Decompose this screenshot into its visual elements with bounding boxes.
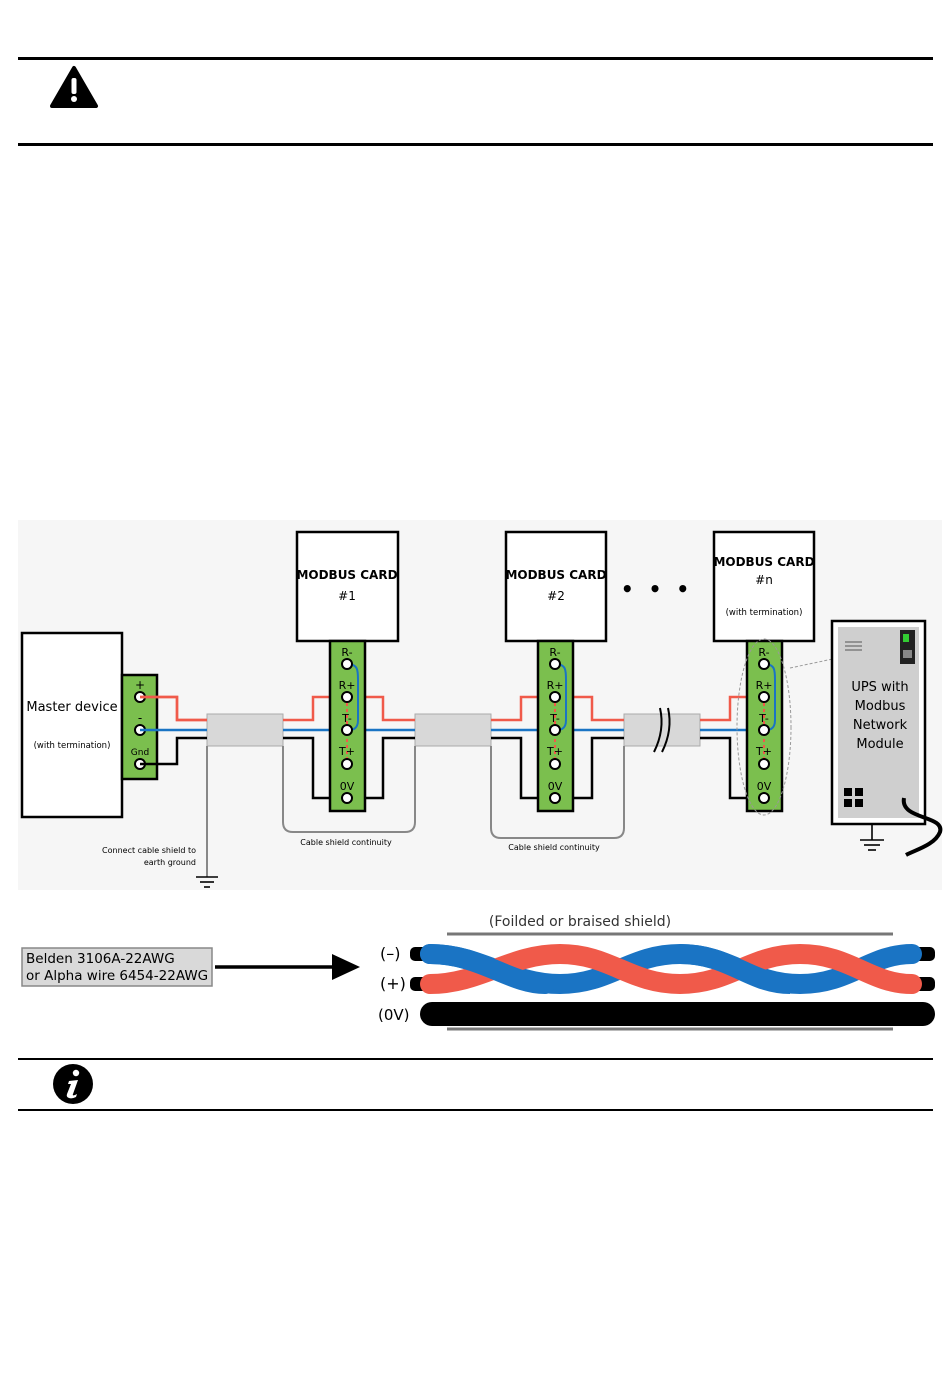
vent-icon: [845, 641, 862, 651]
terminal-label: R+: [547, 679, 564, 692]
positive-twisted-wire: [420, 943, 922, 995]
terminal-screw: [758, 758, 770, 770]
ups-label-line4: Module: [856, 737, 903, 752]
cable-type-diagram: Belden 3106A-22AWG or Alpha wire 6454-22…: [21, 914, 935, 1031]
shield-label: (Foilded or braised shield): [489, 914, 671, 930]
terminal-label: T-: [549, 712, 560, 725]
outlet-icon: [844, 788, 863, 807]
terminal-screw: [341, 691, 353, 703]
more-cards-ellipsis: • • •: [621, 577, 693, 601]
cable-break-mark: [653, 707, 671, 753]
terminal-label: T-: [758, 712, 769, 725]
terminal-screw: [758, 724, 770, 736]
terminal-screw: [341, 658, 353, 670]
ups-label-line1: UPS with: [851, 680, 908, 695]
zero-volt-wire: [140, 736, 764, 800]
card-title: MODBUS CARD: [505, 568, 606, 582]
terminal-label: R-: [549, 646, 560, 659]
terminal-label: 0V: [340, 780, 355, 793]
terminal-screw: [549, 758, 561, 770]
terminal-screw: [758, 691, 770, 703]
ups-label-line2: Modbus: [855, 699, 906, 714]
modbus-wiring-diagram: Master device (with termination) + - Gnd…: [18, 520, 943, 890]
warning-triangle-icon: [50, 66, 98, 108]
ups-module: UPS with Modbus Network Module: [789, 619, 943, 857]
card-title: MODBUS CARD: [713, 555, 814, 569]
power-cable: [901, 797, 943, 857]
warning-panel: [18, 58, 933, 145]
warning-top-rule: [18, 57, 933, 60]
negative-label: (–): [380, 944, 400, 963]
card-title: MODBUS CARD: [296, 568, 397, 582]
modbus-card-2: MODBUS CARD #2 R- R+ T- T+ 0V: [504, 530, 608, 813]
negative-twisted-wire: [679, 944, 791, 994]
shield-continuity-note-2: Cable shield continuity: [508, 843, 600, 852]
terminal-screw: [341, 724, 353, 736]
zero-volt-cable: [420, 1002, 935, 1026]
master-device: Master device (with termination) + - Gnd: [20, 631, 159, 819]
master-gnd-label: Gnd: [131, 748, 149, 758]
master-title: Master device: [26, 700, 117, 715]
terminal-label: T+: [755, 745, 772, 758]
terminal-label: 0V: [548, 780, 563, 793]
terminal-label: R+: [756, 679, 773, 692]
shield-continuity-note-1: Cable shield continuity: [300, 838, 392, 847]
terminal-screw: [549, 691, 561, 703]
terminal-screw: [758, 658, 770, 670]
zero-volt-label: (0V): [378, 1006, 410, 1024]
ups-label-line3: Network: [853, 718, 908, 733]
info-bottom-rule: [18, 1109, 933, 1111]
cable-sleeve: [414, 713, 492, 747]
cable-spec-line2: or Alpha wire 6454-22AWG: [26, 968, 208, 984]
warning-bottom-rule: [18, 143, 933, 146]
terminal-screw: [549, 724, 561, 736]
card-number: #n: [755, 573, 773, 587]
terminal-screw: [341, 758, 353, 770]
master-plus-label: +: [135, 678, 145, 692]
master-minus-label: -: [138, 711, 142, 725]
terminal-label: R-: [341, 646, 352, 659]
terminal-label: R+: [339, 679, 356, 692]
terminal-screw: [341, 792, 353, 804]
network-port-icon: [900, 630, 915, 664]
terminal-label: T+: [546, 745, 563, 758]
cable-spec-box: Belden 3106A-22AWG or Alpha wire 6454-22…: [21, 947, 213, 987]
card-note: (with termination): [726, 608, 803, 618]
positive-label: (+): [380, 974, 406, 993]
master-subtitle: (with termination): [34, 741, 111, 751]
ups-ground-icon: [860, 824, 884, 851]
terminal-screw: [758, 792, 770, 804]
earth-ground-icon: [196, 876, 218, 888]
terminal-label: 0V: [757, 780, 772, 793]
arrow-right-icon: [215, 954, 360, 980]
cable-sleeve: [206, 713, 284, 747]
terminal-screw: [549, 792, 561, 804]
card-number: #1: [338, 589, 356, 603]
shield-drain-wire: [206, 746, 625, 877]
info-panel: [18, 1059, 933, 1110]
modbus-card-n: MODBUS CARD #n (with termination) R- R+ …: [712, 530, 816, 816]
ground-note-line1: Connect cable shield to: [102, 846, 196, 855]
ground-note-line2: earth ground: [144, 858, 196, 867]
card-callout-outline: [736, 638, 792, 816]
modbus-card-1: MODBUS CARD #1 R- R+ T- T+ 0V: [295, 530, 400, 813]
terminal-label: R-: [758, 646, 769, 659]
terminal-screw: [549, 658, 561, 670]
info-icon: [53, 1064, 93, 1104]
info-top-rule: [18, 1058, 933, 1060]
positive-bus-wire: [140, 695, 764, 722]
terminal-label: T+: [338, 745, 355, 758]
negative-twisted-wire: [420, 944, 555, 994]
cable-spec-line1: Belden 3106A-22AWG: [26, 951, 175, 967]
terminal-label: T-: [341, 712, 352, 725]
card-number: #2: [547, 589, 565, 603]
